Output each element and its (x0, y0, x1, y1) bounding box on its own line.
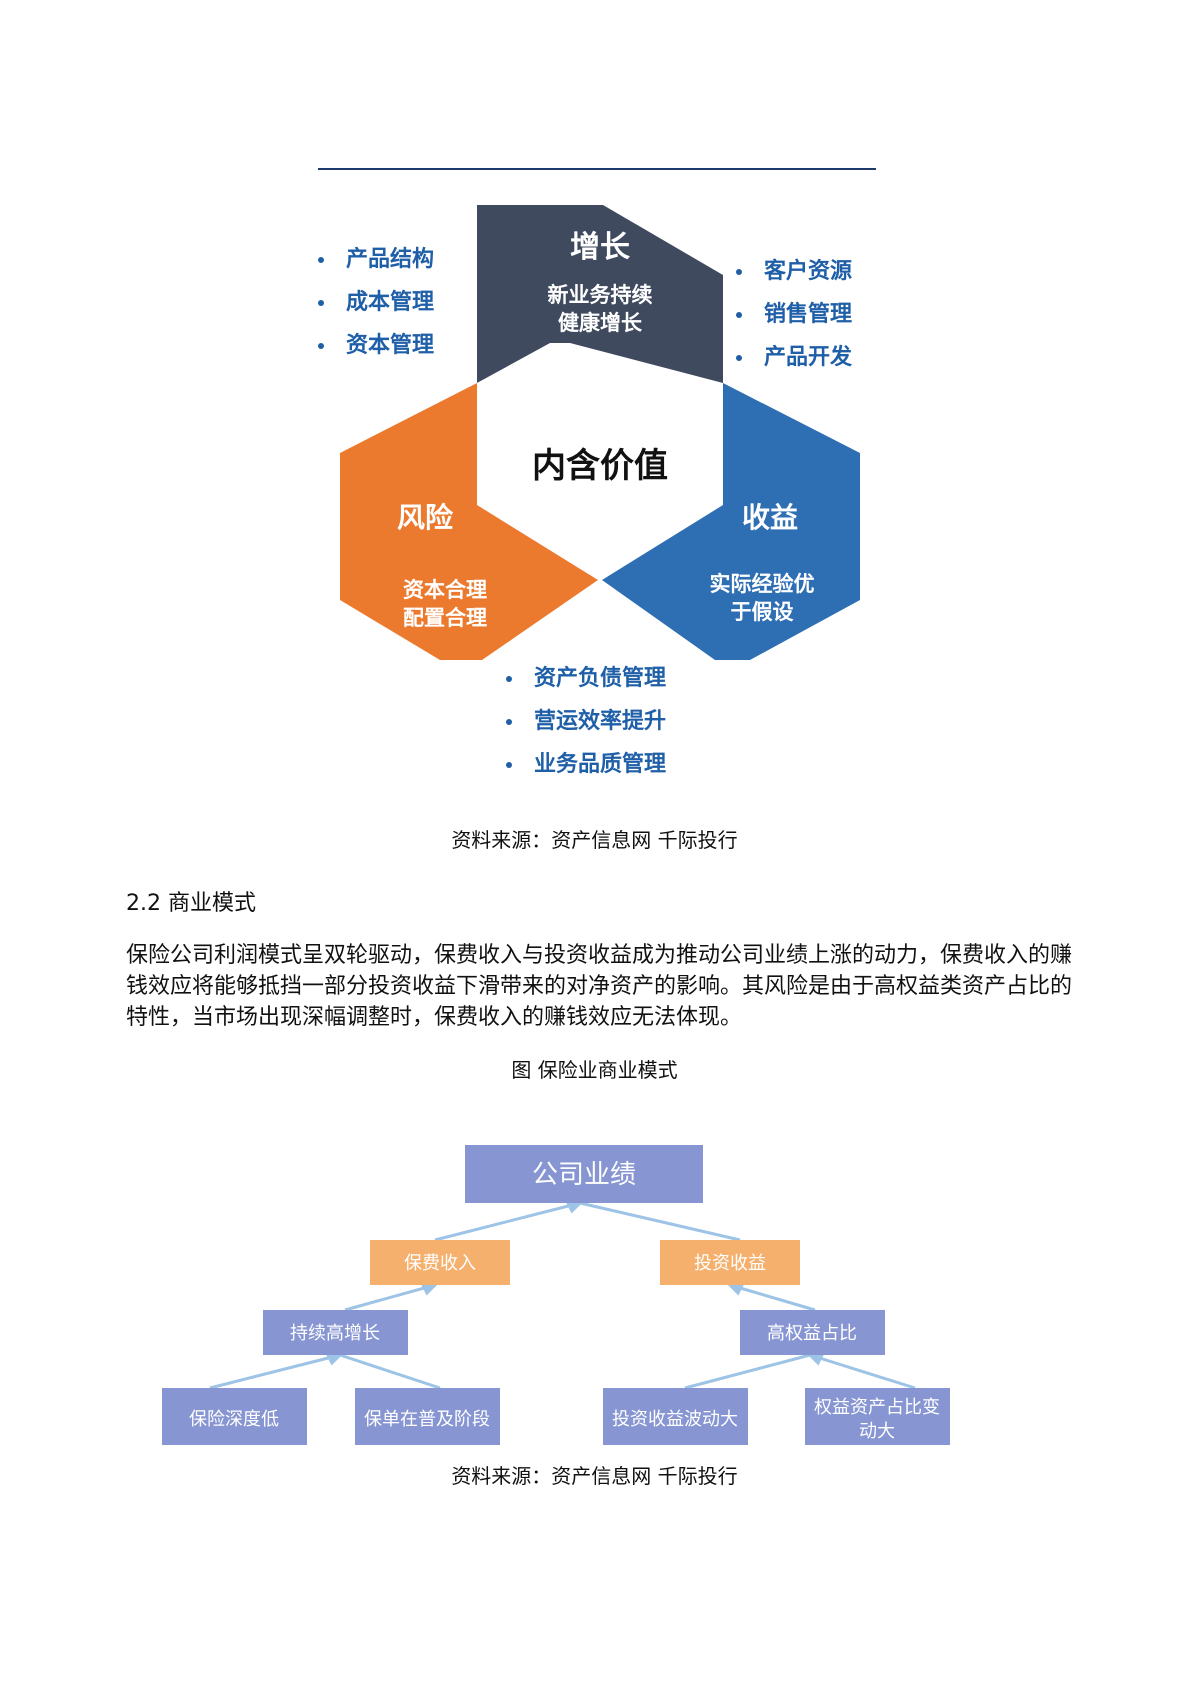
bullet-icon (506, 719, 512, 725)
bullet-icon (506, 676, 512, 682)
investment-node (660, 1240, 800, 1285)
figure-source-caption: 资料来源：资产信息网 千际投行 (451, 828, 738, 852)
root-node (465, 1145, 703, 1203)
list-item: 销售管理 (736, 293, 852, 336)
income-desc-line2: 于假设 (731, 600, 794, 624)
premium-node (370, 1240, 510, 1285)
arrow-head-icon (726, 1283, 745, 1296)
inner-value-hexagon-diagram: 增长 新业务持续 健康增长 内含价值 风险 资本合理 配置合理 收益 实际经验优… (340, 205, 860, 660)
growth-left-list: 产品结构 成本管理 资本管理 (318, 238, 434, 367)
list-item: 成本管理 (318, 281, 434, 324)
connector-line (434, 1201, 581, 1242)
growth-desc-line2: 健康增长 (558, 311, 643, 335)
leaf-node (162, 1388, 307, 1445)
bullet-icon (736, 312, 742, 318)
connector-line (344, 1283, 436, 1312)
center-title: 内含价值 (532, 446, 668, 486)
center-hexagon (477, 343, 723, 580)
business-model-tree-diagram: 公司业绩 保费收入 投资收益 持续高增长 高权益占比 保险深度低 保单在普及阶段… (162, 1145, 950, 1445)
connector-line (579, 1201, 741, 1242)
income-desc-line1: 实际经验优 (710, 572, 815, 596)
arrow-head-icon (565, 1201, 584, 1214)
section-heading: 2.2 商业模式 (126, 891, 256, 916)
list-item: 产品开发 (736, 336, 852, 379)
risk-segment (340, 383, 598, 660)
risk-title: 风险 (397, 501, 454, 534)
premium-node-label: 保费收入 (404, 1253, 476, 1274)
bullet-icon (736, 269, 742, 275)
connector-line (684, 1353, 811, 1390)
list-item: 资本管理 (318, 324, 434, 367)
section-paragraph: 保险公司利润模式呈双轮驱动，保费收入与投资收益成为推动公司业绩上涨的动力，保费收… (126, 943, 1073, 1030)
bullet-icon (318, 300, 324, 306)
list-item: 客户资源 (736, 250, 852, 293)
leaf-node-label: 保单在普及阶段 (364, 1409, 490, 1430)
connector-line (339, 1353, 441, 1390)
bottom-list: 资产负债管理 营运效率提升 业务品质管理 (506, 657, 666, 786)
connector-lines (209, 1201, 916, 1390)
leaf-node-label: 保险深度低 (189, 1409, 279, 1430)
growth-segment (477, 205, 723, 383)
leaf-node (805, 1388, 950, 1445)
bullet-icon (318, 257, 324, 263)
list-item: 资产负债管理 (506, 657, 666, 700)
connector-line (209, 1353, 341, 1390)
growth-title: 增长 (570, 230, 630, 265)
connector-line (729, 1283, 816, 1312)
arrow-head-icon (325, 1353, 344, 1366)
leaf-node (355, 1388, 500, 1445)
list-item: 营运效率提升 (506, 700, 666, 743)
arrow-head-icon (806, 1353, 825, 1366)
leaf-node (603, 1388, 748, 1445)
equity-ratio-node-label: 高权益占比 (767, 1323, 857, 1344)
growth-node-label: 持续高增长 (290, 1323, 380, 1344)
income-segment (602, 383, 860, 660)
growth-right-list: 客户资源 销售管理 产品开发 (736, 250, 852, 379)
investment-node-label: 投资收益 (694, 1253, 766, 1274)
leaf-node-label: 投资收益波动大 (612, 1409, 738, 1430)
leaf-node-label: 权益资产占比变 (814, 1397, 940, 1418)
list-item: 业务品质管理 (506, 743, 666, 786)
root-node-label: 公司业绩 (532, 1160, 636, 1190)
risk-desc-line2: 配置合理 (403, 606, 487, 630)
arrow-head-icon (420, 1283, 439, 1296)
leaf-node-label: 动大 (859, 1421, 895, 1442)
figure-title: 图 保险业商业模式 (511, 1058, 678, 1082)
growth-desc-line1: 新业务持续 (548, 283, 653, 307)
growth-node (263, 1310, 408, 1355)
income-title: 收益 (742, 501, 798, 534)
equity-ratio-node (740, 1310, 885, 1355)
figure-top-rule (318, 168, 876, 170)
connector-line (809, 1353, 916, 1390)
list-item: 产品结构 (318, 238, 434, 281)
bullet-icon (736, 355, 742, 361)
figure-source-caption: 资料来源：资产信息网 千际投行 (451, 1464, 738, 1488)
risk-desc-line1: 资本合理 (403, 578, 487, 602)
bullet-icon (506, 762, 512, 768)
bullet-icon (318, 343, 324, 349)
